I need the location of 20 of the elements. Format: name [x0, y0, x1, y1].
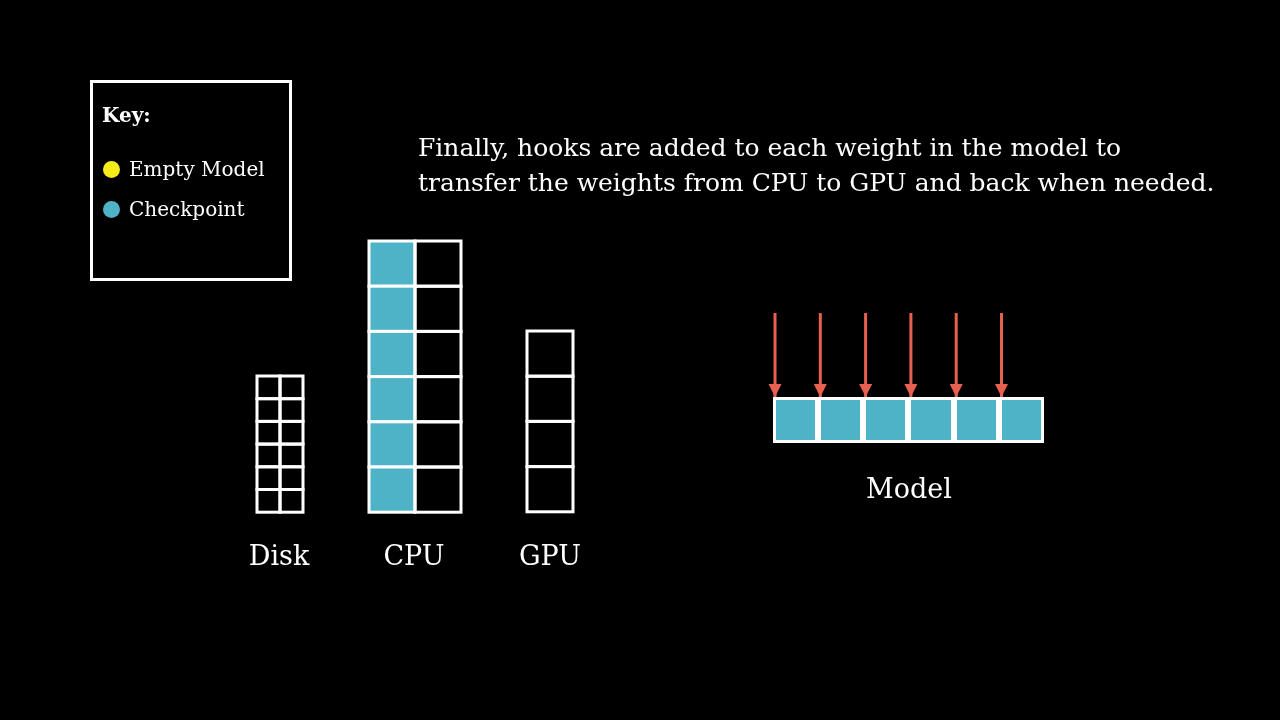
weight-cell	[772, 396, 818, 443]
device-label: CPU	[383, 540, 445, 571]
hook-arrow	[858, 313, 873, 397]
device-label: Disk	[248, 540, 310, 571]
weight-cell	[863, 396, 909, 443]
weight-cell	[817, 396, 864, 443]
legend-text: Empty Model	[129, 157, 265, 181]
legend-text: Checkpoint	[129, 197, 245, 221]
hook-arrow	[768, 313, 782, 397]
device-label: GPU	[519, 540, 581, 571]
weight-cell	[908, 396, 954, 443]
hook-arrow	[813, 313, 828, 397]
weight-cell	[953, 396, 999, 443]
hook-arrow	[994, 313, 1009, 397]
hook-arrow	[949, 313, 963, 397]
device-label: Model	[866, 473, 952, 504]
weight-cell	[999, 396, 1045, 443]
legend-title: Key:	[102, 103, 151, 127]
heading-text: Finally, hooks are added to each weight in the model to transfer the weights from CPU to GPU and back when needed.	[418, 132, 1216, 199]
hook-arrow	[904, 313, 918, 397]
